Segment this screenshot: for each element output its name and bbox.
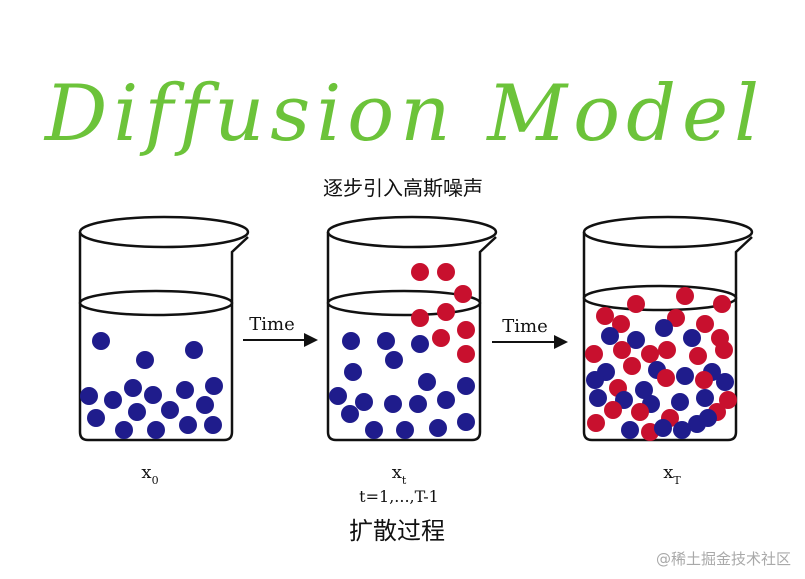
time-arrow-1: Time [243, 314, 318, 347]
data-particle [635, 381, 653, 399]
data-particle [87, 409, 105, 427]
beaker-label-xT: xT [663, 462, 681, 487]
particle-group-xt [329, 263, 475, 439]
data-particle [673, 421, 691, 439]
noise-particle [641, 345, 659, 363]
data-particle [654, 419, 672, 437]
data-particle [185, 341, 203, 359]
data-particle [124, 379, 142, 397]
data-particle [92, 332, 110, 350]
noise-particle [696, 315, 714, 333]
process-label: 扩散过程 [349, 517, 445, 545]
noise-particle [437, 263, 455, 281]
data-particle [179, 416, 197, 434]
diagram-title: Diffusion Model [43, 69, 765, 159]
noise-particle [437, 303, 455, 321]
beaker-label-xt: xt [392, 462, 407, 487]
particle-group-xT [585, 287, 737, 441]
data-particle [80, 387, 98, 405]
noise-particle [411, 309, 429, 327]
noise-particle [585, 345, 603, 363]
data-particle [205, 377, 223, 395]
data-particle [115, 421, 133, 439]
time-arrow-label: Time [249, 314, 294, 335]
noise-particle [627, 295, 645, 313]
noise-particle [612, 315, 630, 333]
data-particle [676, 367, 694, 385]
noise-particle [657, 369, 675, 387]
data-particle [136, 351, 154, 369]
beaker-x0 [78, 215, 250, 442]
data-particle [411, 335, 429, 353]
noise-particle [454, 285, 472, 303]
data-particle [589, 389, 607, 407]
data-particle [655, 319, 673, 337]
noise-particle [689, 347, 707, 365]
noise-particle [623, 357, 641, 375]
data-particle [696, 389, 714, 407]
data-particle [104, 391, 122, 409]
data-particle [586, 371, 604, 389]
data-particle [457, 377, 475, 395]
data-particle [128, 403, 146, 421]
noise-particle [658, 341, 676, 359]
noise-particle [667, 309, 685, 327]
noise-particle [676, 287, 694, 305]
data-particle [341, 405, 359, 423]
data-particle [409, 395, 427, 413]
data-particle [344, 363, 362, 381]
noise-particle [596, 307, 614, 325]
data-particle [457, 413, 475, 431]
data-particle [621, 421, 639, 439]
beaker-xt [326, 215, 498, 442]
data-particle [355, 393, 373, 411]
time-arrow-label: Time [502, 316, 547, 337]
noise-particle [719, 391, 737, 409]
data-particle [671, 393, 689, 411]
data-particle [716, 373, 734, 391]
noise-particle [613, 341, 631, 359]
data-particle [429, 419, 447, 437]
noise-particle [695, 371, 713, 389]
particle-group-x0 [80, 332, 223, 439]
data-particle [365, 421, 383, 439]
noise-particle [715, 341, 733, 359]
timestep-range-label: t=1,...,T-1 [359, 487, 439, 506]
data-particle [147, 421, 165, 439]
subtitle: 逐步引入高斯噪声 [323, 176, 483, 200]
noise-particle [432, 329, 450, 347]
data-particle [384, 395, 402, 413]
data-particle [385, 351, 403, 369]
noise-particle [411, 263, 429, 281]
data-particle [342, 332, 360, 350]
data-particle [196, 396, 214, 414]
noise-particle [457, 321, 475, 339]
time-arrow-2: Time [492, 316, 568, 349]
data-particle [418, 373, 436, 391]
data-particle [396, 421, 414, 439]
data-particle [176, 381, 194, 399]
watermark: @稀土掘金技术社区 [655, 550, 791, 568]
data-particle [329, 387, 347, 405]
data-particle [204, 416, 222, 434]
data-particle [161, 401, 179, 419]
data-particle [627, 331, 645, 349]
data-particle [377, 332, 395, 350]
data-particle [144, 386, 162, 404]
noise-particle [587, 414, 605, 432]
data-particle [699, 409, 717, 427]
data-particle [601, 327, 619, 345]
beaker-label-x0: x0 [141, 462, 158, 487]
beaker-xT [582, 215, 754, 442]
noise-particle [631, 403, 649, 421]
noise-particle [713, 295, 731, 313]
data-particle [437, 391, 455, 409]
noise-particle [604, 401, 622, 419]
noise-particle [457, 345, 475, 363]
data-particle [683, 329, 701, 347]
